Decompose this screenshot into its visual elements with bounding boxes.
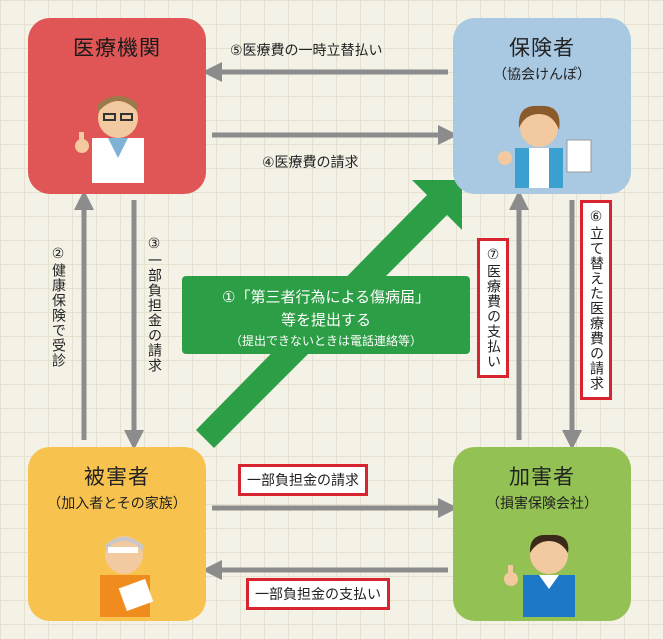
label-e5: ⑤医療費の一時立替払い [230,43,383,59]
label-e6: ⑥立て替えた医療費の請求 [580,200,612,400]
insurer-subtitle: （協会けんぽ） [493,67,591,83]
label-e7: ⑦医療費の支払い [477,238,509,378]
label-e3: ③一部負担金の請求 [146,236,162,373]
callout-line3: （提出できないときは電話連絡等） [229,334,422,348]
injured-person-icon [100,536,154,617]
label-e4: ④医療費の請求 [262,155,359,171]
label-e2: ②健康保険で受診 [50,246,66,368]
doctor-icon [75,96,144,183]
callout-line1: ①「第三者行為による傷病届」 [222,288,430,306]
label-pay: 一部負担金の支払い [246,578,390,610]
node-offender: 加害者 （損害保険会社） [453,447,631,621]
victim-subtitle: （加入者とその家族） [47,496,187,512]
node-victim: 被害者 （加入者とその家族） [28,447,206,621]
offender-subtitle: （損害保険会社） [486,496,598,512]
victim-title: 被害者 [84,465,150,489]
callout-line2: 等を提出する [280,311,371,329]
insurer-title: 保険者 [509,36,575,60]
offender-title: 加害者 [509,465,575,489]
medical-title: 医療機関 [73,36,161,60]
callout-step1: ①「第三者行為による傷病届」 等を提出する （提出できないときは電話連絡等） [182,276,470,354]
node-medical: 医療機関 [28,18,206,194]
node-insurer: 保険者 （協会けんぽ） [453,18,631,194]
agent-icon [504,534,575,617]
clerk-icon [498,105,592,188]
label-bill: 一部負担金の請求 [238,464,368,496]
